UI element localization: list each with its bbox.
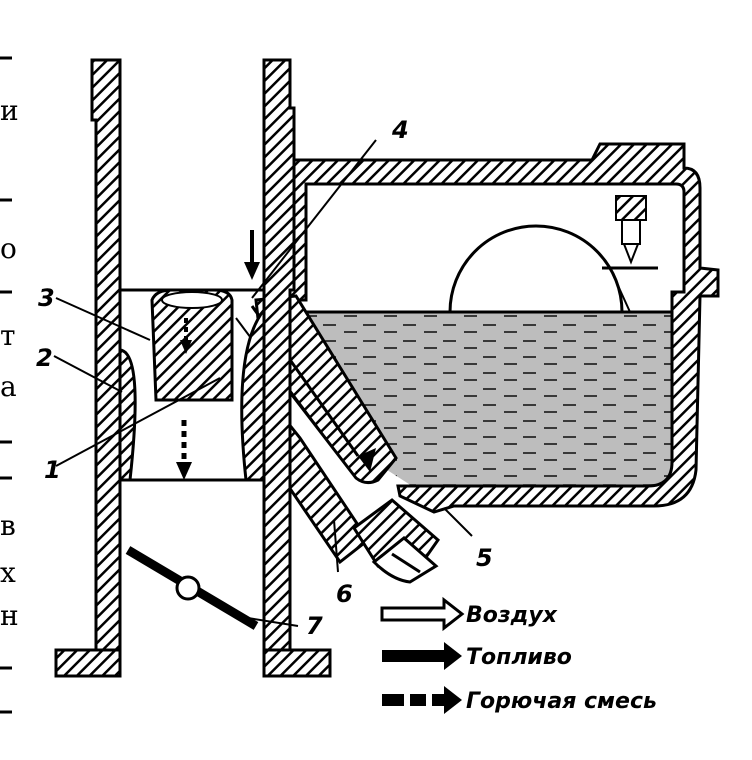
label-2: 2 [36, 344, 53, 372]
label-4: 4 [391, 116, 409, 144]
flange-left [54, 648, 122, 678]
needle-valve [615, 195, 647, 265]
margin-text: и о т а в х н [0, 56, 19, 714]
label-1: 1 [44, 456, 61, 484]
legend-air-label: Воздух [466, 603, 558, 628]
jet-plug [351, 498, 441, 584]
label-7: 7 [306, 612, 323, 640]
margin-letter: н [0, 599, 19, 632]
fuel-level [296, 312, 672, 486]
dashed-arrow-icon [382, 686, 462, 714]
venturi-right [240, 305, 266, 482]
venturi-left [118, 348, 137, 482]
float-chamber-wall [286, 142, 720, 514]
leader-lines [53, 139, 473, 627]
margin-letter: х [0, 556, 16, 589]
throttle-valve [125, 546, 259, 630]
margin-letter: т [0, 319, 16, 352]
margin-letter: о [0, 232, 17, 265]
margin-letter: и [0, 94, 19, 127]
legend: Воздух Топливо Горючая смесь [380, 596, 657, 714]
margin-letter: а [0, 370, 17, 403]
carburetor-tube-left-wall [90, 58, 122, 678]
label-3: 3 [38, 284, 55, 312]
float [448, 224, 624, 314]
small-diffuser [150, 288, 234, 402]
margin-letter: в [0, 509, 16, 542]
label-5: 5 [476, 544, 493, 572]
hollow-arrow-icon [380, 596, 465, 632]
legend-fuel-label: Топливо [466, 645, 572, 670]
solid-arrow-icon [382, 642, 462, 670]
legend-mixture-label: Горючая смесь [466, 689, 657, 714]
carburetor-tube-right-wall [262, 58, 296, 678]
flange-right [262, 648, 332, 678]
label-6: 6 [336, 580, 353, 608]
